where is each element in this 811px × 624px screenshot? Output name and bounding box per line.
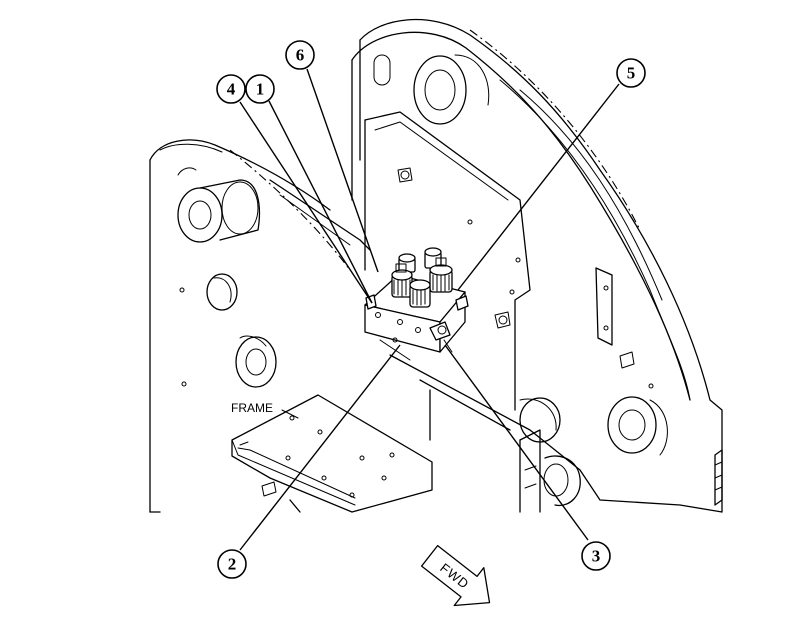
callout-5-label: 5 (627, 64, 636, 83)
frame-bottom-plate (149, 394, 433, 513)
callout-1-label: 1 (256, 80, 265, 99)
mounting-plate-right (351, 18, 723, 513)
frame-label: FRAME (231, 401, 273, 415)
leader-lines (239, 68, 620, 551)
callout-2-label: 2 (228, 555, 237, 574)
valve-block (364, 247, 469, 353)
callout-1: 1 (245, 74, 275, 104)
frame-plate-left (149, 139, 371, 513)
callout-5: 5 (616, 58, 646, 88)
callout-4-label: 4 (227, 80, 236, 99)
forward-arrow-icon: FWD (420, 544, 491, 607)
callout-2: 2 (217, 549, 247, 579)
callout-4: 4 (216, 74, 246, 104)
support-arm (379, 339, 581, 513)
callout-6: 6 (285, 40, 315, 70)
callout-3: 3 (581, 541, 611, 571)
callout-6-label: 6 (296, 46, 305, 65)
solenoid-cartridges (391, 247, 453, 308)
callout-3-label: 3 (592, 547, 601, 566)
